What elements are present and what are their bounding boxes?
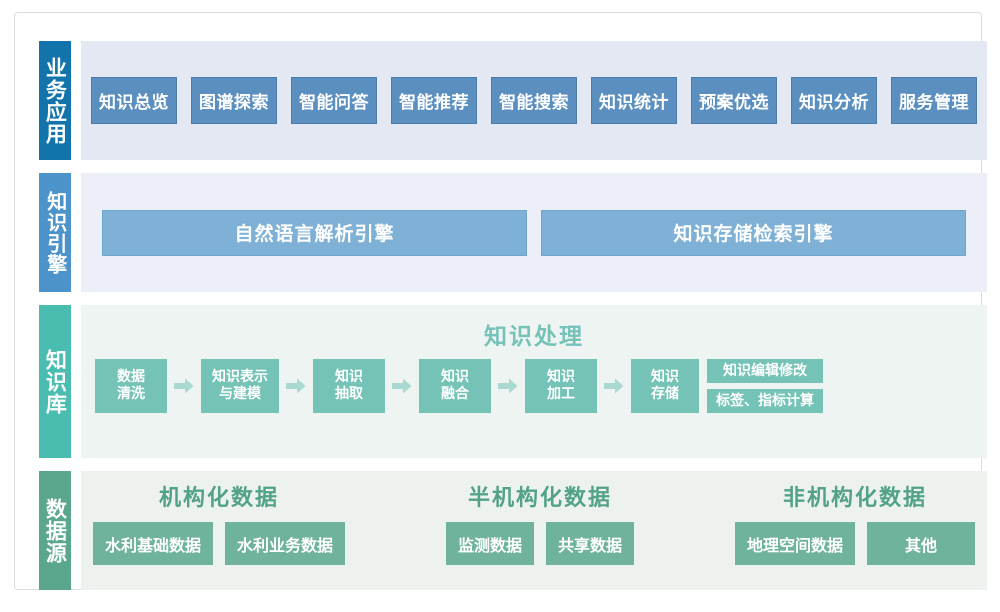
kb-node-data-cleaning[interactable]: 数据 清洗 <box>95 359 167 413</box>
app-chip-knowledge-overview[interactable]: 知识总览 <box>91 77 177 124</box>
arrow-right-icon <box>604 378 624 394</box>
src-chips-semi-structured: 监测数据 共享数据 <box>445 522 635 565</box>
kb-node-knowledge-fusion[interactable]: 知识 融合 <box>419 359 491 413</box>
app-chip-intelligent-qa[interactable]: 智能问答 <box>291 77 377 124</box>
kb-node-label: 知识 加工 <box>547 368 575 402</box>
knowledge-processing-title: 知识处理 <box>484 324 584 350</box>
row-body-knowledge-engine: 自然语言解析引擎 知识存储检索引擎 <box>81 173 987 292</box>
row-label-knowledge-base: 知识库 <box>39 305 71 458</box>
arrow-right-icon <box>392 378 412 394</box>
kb-side-chip-knowledge-edit[interactable]: 知识编辑修改 <box>707 359 823 383</box>
app-chip-graph-exploration[interactable]: 图谱探索 <box>191 77 277 124</box>
src-chip-water-business-data[interactable]: 水利业务数据 <box>225 522 346 565</box>
src-chip-geospatial-data[interactable]: 地理空间数据 <box>734 522 855 565</box>
row-label-knowledge-engine: 知识引擎 <box>39 173 71 292</box>
kb-side-chip-tag-metric-calc[interactable]: 标签、指标计算 <box>707 389 823 413</box>
knowledge-processing-pipeline: 数据 清洗 知识表示 与建模 <box>95 359 977 413</box>
row-body-business-application: 知识总览 图谱探索 智能问答 智能推荐 智能搜索 知识统计 预案优选 知识分析 … <box>81 41 987 160</box>
row-data-source: 数据源 机构化数据 水利基础数据 水利业务数据 半机构化数据 监测数据 共享数据… <box>39 471 987 590</box>
row-label-data-source: 数据源 <box>39 471 71 590</box>
row-label-business-application: 业务应用 <box>39 41 71 160</box>
src-chip-monitoring-data[interactable]: 监测数据 <box>445 522 534 565</box>
app-chip-plan-optimization[interactable]: 预案优选 <box>691 77 777 124</box>
row-business-application: 业务应用 知识总览 图谱探索 智能问答 智能推荐 智能搜索 知识统计 预案优选 … <box>39 41 987 160</box>
app-chip-knowledge-analysis[interactable]: 知识分析 <box>791 77 877 124</box>
engine-bar-storage-retrieval[interactable]: 知识存储检索引擎 <box>541 209 966 256</box>
src-group-title-structured: 机构化数据 <box>159 486 280 511</box>
app-chip-knowledge-statistics[interactable]: 知识统计 <box>591 77 677 124</box>
kb-node-knowledge-processing[interactable]: 知识 加工 <box>525 359 597 413</box>
kb-node-knowledge-extraction[interactable]: 知识 抽取 <box>313 359 385 413</box>
row-knowledge-engine: 知识引擎 自然语言解析引擎 知识存储检索引擎 <box>39 173 987 292</box>
src-chip-other[interactable]: 其他 <box>866 522 975 565</box>
src-group-unstructured: 非机构化数据 地理空间数据 其他 <box>734 480 975 580</box>
arrow-right-icon <box>174 378 194 394</box>
src-chips-structured: 水利基础数据 水利业务数据 <box>93 522 346 565</box>
row-knowledge-base: 知识库 知识处理 数据 清洗 知识表示 <box>39 305 987 458</box>
app-chip-intelligent-search[interactable]: 智能搜索 <box>491 77 577 124</box>
row-body-knowledge-base: 知识处理 数据 清洗 知识表示 与建模 <box>81 305 987 458</box>
kb-node-knowledge-representation[interactable]: 知识表示 与建模 <box>201 359 279 413</box>
kb-node-knowledge-storage[interactable]: 知识 存储 <box>631 359 699 413</box>
app-chip-service-management[interactable]: 服务管理 <box>891 77 977 124</box>
kb-node-label: 知识 存储 <box>651 368 679 402</box>
src-group-semi-structured: 半机构化数据 监测数据 共享数据 <box>445 480 635 580</box>
arrow-right-icon <box>498 378 518 394</box>
src-chips-unstructured: 地理空间数据 其他 <box>734 522 975 565</box>
arrow-right-icon <box>286 378 306 394</box>
src-group-title-semi-structured: 半机构化数据 <box>467 486 612 511</box>
app-chip-intelligent-recommend[interactable]: 智能推荐 <box>391 77 477 124</box>
engine-bar-nlp[interactable]: 自然语言解析引擎 <box>102 209 527 256</box>
src-group-structured: 机构化数据 水利基础数据 水利业务数据 <box>93 480 346 580</box>
kb-node-label: 知识 融合 <box>441 368 469 402</box>
kb-node-label: 数据 清洗 <box>117 368 145 402</box>
src-group-title-unstructured: 非机构化数据 <box>782 486 927 511</box>
row-body-data-source: 机构化数据 水利基础数据 水利业务数据 半机构化数据 监测数据 共享数据 非机构… <box>81 471 987 590</box>
kb-node-label: 知识 抽取 <box>335 368 363 402</box>
src-chip-shared-data[interactable]: 共享数据 <box>546 522 635 565</box>
kb-node-label: 知识表示 与建模 <box>212 368 268 402</box>
src-chip-water-basic-data[interactable]: 水利基础数据 <box>93 522 214 565</box>
architecture-diagram: 业务应用 知识总览 图谱探索 智能问答 智能推荐 智能搜索 知识统计 预案优选 … <box>14 12 987 590</box>
kb-side-items: 知识编辑修改 标签、指标计算 <box>707 359 823 413</box>
